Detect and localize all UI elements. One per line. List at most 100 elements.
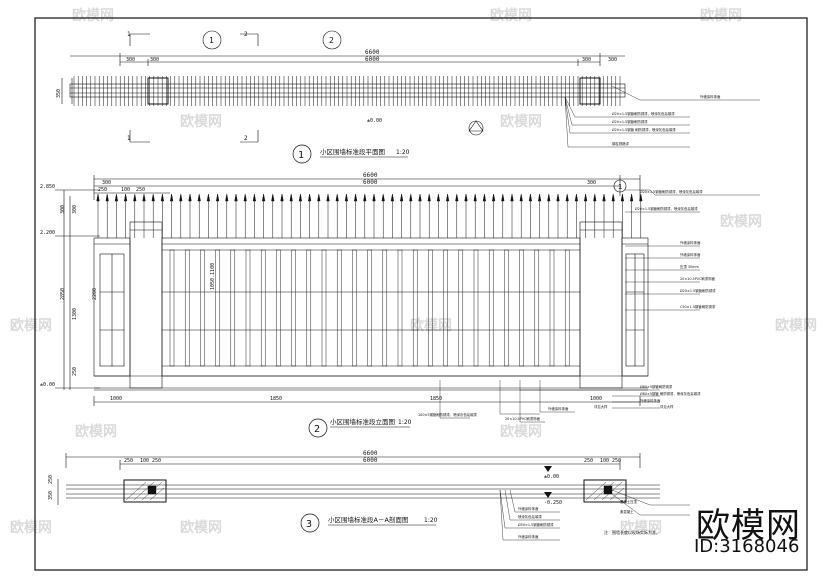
spike-tip <box>298 193 303 202</box>
spike-tip <box>390 193 395 202</box>
spike-tip <box>399 193 404 202</box>
dim-inner: 6000 <box>363 457 378 464</box>
dim-vertical: 300 <box>72 205 78 214</box>
spike-tip <box>501 193 505 202</box>
panel-bar <box>397 249 403 367</box>
spike-tip <box>344 193 349 202</box>
spike-tip <box>409 193 413 202</box>
elevation-texts: 6600 6000 250 100 250 300 300 2.850 2.20… <box>40 172 627 438</box>
spike-tip <box>335 193 339 202</box>
panel-bar <box>200 249 205 367</box>
watermark-text: 欧模网 <box>10 519 52 536</box>
spike-tip <box>225 193 229 202</box>
elevation-note: 外墙涂料饰面 <box>548 406 569 411</box>
dim-small: 300 <box>587 180 596 186</box>
dim-small: 250 <box>98 187 107 193</box>
watermark-text: 欧模网 <box>180 519 222 536</box>
elevation-spikes <box>96 193 643 238</box>
panel-bar <box>169 249 175 367</box>
elevation-note: Ø80×5钢管刷防锈漆 <box>640 384 673 389</box>
elevation-scale: 1:20 <box>398 419 412 426</box>
dim-total: 6600 <box>363 172 378 179</box>
watermark-text: 欧模网 <box>720 213 762 230</box>
title-circle <box>308 418 328 438</box>
level-mark: -0.250 <box>544 500 562 506</box>
title-number: 3 <box>306 519 312 530</box>
spike-tip <box>620 193 625 202</box>
spike-tip <box>179 193 183 202</box>
dim-side: 300 <box>582 57 591 63</box>
spike-tip <box>215 193 220 202</box>
plan-note: 外墙涂料饰面 <box>700 94 721 99</box>
detail-number: 1 <box>618 183 622 191</box>
section-mark: 1 <box>127 31 131 38</box>
spike-tip <box>528 193 533 202</box>
plan-view <box>61 30 626 143</box>
spike-tip <box>317 193 321 202</box>
panel-bar <box>534 249 540 367</box>
elevation-note: C50×1.5钢管刷防锈漆 <box>680 304 716 309</box>
spike-tip <box>537 193 542 202</box>
dim-vertical: 300 <box>60 205 66 214</box>
plan-scale: 1:20 <box>396 149 410 156</box>
watermark-text: 欧模网 <box>500 423 542 440</box>
spike-tip <box>188 193 192 202</box>
plan-pickets <box>73 76 621 106</box>
spike-tip <box>556 193 560 202</box>
panel-bar <box>382 249 388 367</box>
spike-tip <box>169 193 174 202</box>
dim-inner: 6000 <box>365 56 380 63</box>
panel-bar <box>488 249 494 367</box>
spike-tip <box>363 193 367 202</box>
dim-bottom: 1000 <box>110 396 122 402</box>
elevation-note: 外墙涂料饰面 <box>680 240 701 245</box>
spike-tip <box>427 193 431 202</box>
spike-tip <box>326 193 330 202</box>
panel-bar <box>504 249 509 367</box>
watermark-text: 欧模网 <box>180 113 222 130</box>
spike-tip <box>629 193 634 202</box>
panel-bar <box>367 249 372 367</box>
spike-tip <box>547 193 551 202</box>
spike-tip <box>519 193 523 202</box>
dim-small: 100 <box>140 458 149 464</box>
spike-tip <box>142 193 146 202</box>
panel-bar <box>215 249 220 367</box>
section-texts: 6600 6000 250 100 250 250 100 250 250 35… <box>48 450 621 533</box>
level-mark: ±0.00 <box>544 474 559 480</box>
spike-tip <box>96 193 100 202</box>
spike-tip <box>436 193 441 202</box>
watermark-text: 欧模网 <box>75 423 117 440</box>
section-notes: 外墙涂料饰面 喷深灰色氟碳漆 Ø50×1.5钢管刷防锈漆 外墙涂料饰面 混凝土压… <box>499 489 690 541</box>
column-label: 1050.1100 <box>210 263 216 290</box>
spike-tip <box>372 193 376 202</box>
spike-tip <box>510 193 514 202</box>
section-mark: 1 <box>127 135 131 142</box>
dim-vertical: 250 <box>48 475 54 484</box>
title-circle <box>292 144 312 164</box>
dim-small: 250 <box>136 187 145 193</box>
spike-tip <box>565 193 569 202</box>
spike-tip <box>151 193 155 202</box>
spike-tip <box>593 193 597 202</box>
spike-tip <box>280 193 284 202</box>
brand-logo-text: 欧模网 <box>696 506 801 546</box>
elevation-note: 压顶 30mm <box>680 265 699 269</box>
spike-tip <box>252 193 257 202</box>
dim-bottom: 1850 <box>430 396 442 402</box>
dim-vertical: 250 <box>72 367 78 376</box>
panel-bar <box>519 249 524 367</box>
watermark-text: 欧模网 <box>72 7 114 24</box>
watermark-text: 欧模网 <box>775 317 817 334</box>
dim-side: 300 <box>126 57 135 63</box>
watermark-text: 欧模网 <box>620 519 662 536</box>
spike-tip <box>197 193 201 202</box>
spike-tip <box>271 193 275 202</box>
brand-id: ID:3168046 <box>694 536 800 557</box>
spike-tip <box>611 193 615 202</box>
dim-bottom: 1000 <box>590 396 602 402</box>
plan-note: Ø20×1.5钢管刷防锈漆，喷深灰色氟碳漆 <box>612 111 675 116</box>
level-mark: 2.200 <box>40 230 55 236</box>
dim-bottom: 1850 <box>270 396 282 402</box>
panel-bar <box>245 249 251 367</box>
